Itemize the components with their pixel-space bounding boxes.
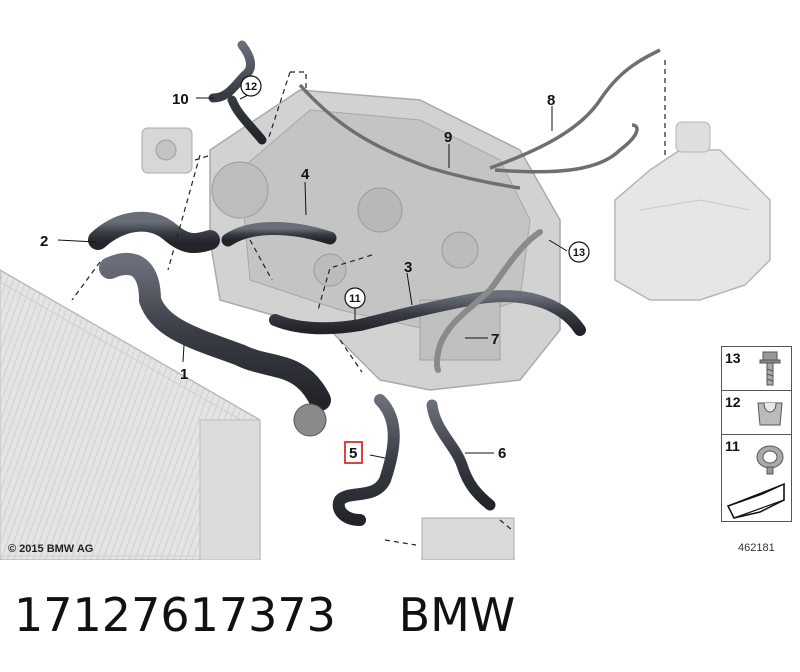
arrow-icon xyxy=(726,482,785,519)
legend-number: 12 xyxy=(725,394,741,410)
brand-name: BMW xyxy=(398,588,516,642)
callout-5-highlight xyxy=(344,441,363,464)
part-caption: 17127617373 BMW xyxy=(14,588,515,642)
legend-item-12: 12 xyxy=(721,390,792,434)
hose-10 xyxy=(208,40,267,145)
part-number: 17127617373 xyxy=(14,588,336,642)
line-9 xyxy=(298,83,521,190)
cooling-system-diagram: 1 2 3 4 5 6 7 8 9 10 11 12 13 xyxy=(0,40,771,560)
copyright-notice: © 2015 BMW AG xyxy=(8,543,94,555)
diagram-id: 462181 xyxy=(738,542,775,554)
pipe-7 xyxy=(433,229,543,373)
line-8 xyxy=(489,48,661,174)
engine-block xyxy=(209,89,561,391)
hose-6 xyxy=(426,399,496,511)
callout-1: 1 xyxy=(180,366,188,383)
svg-text:11: 11 xyxy=(349,293,361,305)
callout-9: 9 xyxy=(444,129,452,146)
callout-10: 10 xyxy=(172,91,189,108)
callout-4: 4 xyxy=(301,166,310,183)
callout-leaders xyxy=(57,94,568,459)
callout-7: 7 xyxy=(491,331,499,348)
callout-13-circle: 13 xyxy=(568,241,590,263)
callout-12-circle: 12 xyxy=(240,75,262,97)
expansion-tank xyxy=(614,121,771,301)
callout-5: 5 xyxy=(349,445,357,462)
hose-5 xyxy=(332,394,400,526)
svg-text:13: 13 xyxy=(573,247,585,259)
bolt-icon xyxy=(759,351,781,386)
hose-2 xyxy=(88,211,220,254)
hose-4 xyxy=(221,222,337,247)
callout-6: 6 xyxy=(498,445,506,462)
callout-3: 3 xyxy=(404,259,412,276)
hose-clamp-icon xyxy=(756,445,784,475)
callout-11-circle: 11 xyxy=(344,287,366,309)
parts-legend: 13 12 11 xyxy=(721,346,792,522)
callout-2: 2 xyxy=(40,233,48,250)
legend-item-13: 13 xyxy=(721,346,792,390)
leader-lines xyxy=(71,60,666,546)
radiator xyxy=(0,269,261,560)
legend-item-11: 11 xyxy=(721,434,792,478)
hose-1 xyxy=(99,252,331,411)
callout-8: 8 xyxy=(547,92,555,109)
legend-arrow-cell xyxy=(721,478,792,522)
svg-text:12: 12 xyxy=(245,81,257,93)
legend-number: 11 xyxy=(725,438,740,454)
hose-clip-icon xyxy=(757,402,783,426)
hose-3 xyxy=(269,290,586,336)
lower-pump xyxy=(421,517,515,560)
thermostat-housing xyxy=(141,127,193,174)
legend-number: 13 xyxy=(725,350,741,366)
